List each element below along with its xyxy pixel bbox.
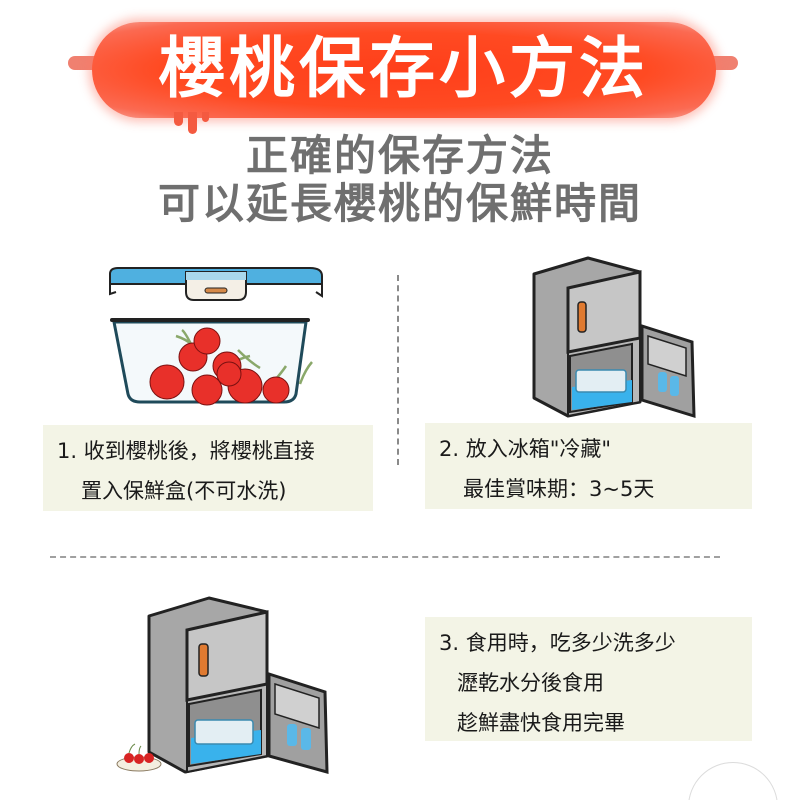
title-banner: 櫻桃保存小方法 (0, 0, 800, 135)
horizontal-divider (50, 556, 720, 558)
banner-drip (202, 112, 209, 122)
decorative-circle (688, 762, 778, 800)
fridge-with-cherry-plate-icon (116, 596, 329, 774)
subtitle-line-1: 正確的保存方法 (245, 131, 554, 180)
step-2-line-1: 2. 放入冰箱"冷藏" (439, 437, 612, 461)
step-3-line-1: 3. 食用時，吃多少洗多少 (439, 631, 676, 655)
step-1-box: 1. 收到櫻桃後，將櫻桃直接 置入保鮮盒(不可水洗) (43, 425, 373, 511)
step-2-box: 2. 放入冰箱"冷藏" 最佳賞味期：3~5天 (425, 423, 752, 509)
vertical-divider (397, 275, 399, 465)
banner-pill: 櫻桃保存小方法 (92, 22, 716, 118)
page-title: 櫻桃保存小方法 (159, 30, 649, 107)
step-3-box: 3. 食用時，吃多少洗多少 瀝乾水分後食用 趁鮮盡快食用完畢 (425, 617, 752, 741)
step-1-line-1: 1. 收到櫻桃後，將櫻桃直接 (57, 439, 315, 463)
banner-drip (174, 112, 183, 126)
step-3-line-3: 趁鮮盡快食用完畢 (457, 711, 625, 735)
subtitle: 正確的保存方法 可以延長櫻桃的保鮮時間 (0, 132, 800, 228)
step-2-line-2: 最佳賞味期：3~5天 (463, 477, 655, 501)
step-3-line-2: 瀝乾水分後食用 (457, 671, 604, 695)
subtitle-line-2: 可以延長櫻桃的保鮮時間 (157, 179, 642, 228)
fridge-with-container-icon (532, 256, 696, 419)
step-1-line-2: 置入保鮮盒(不可水洗) (81, 479, 287, 503)
container-with-cherries-icon (109, 267, 323, 406)
banner-drip (188, 112, 197, 134)
